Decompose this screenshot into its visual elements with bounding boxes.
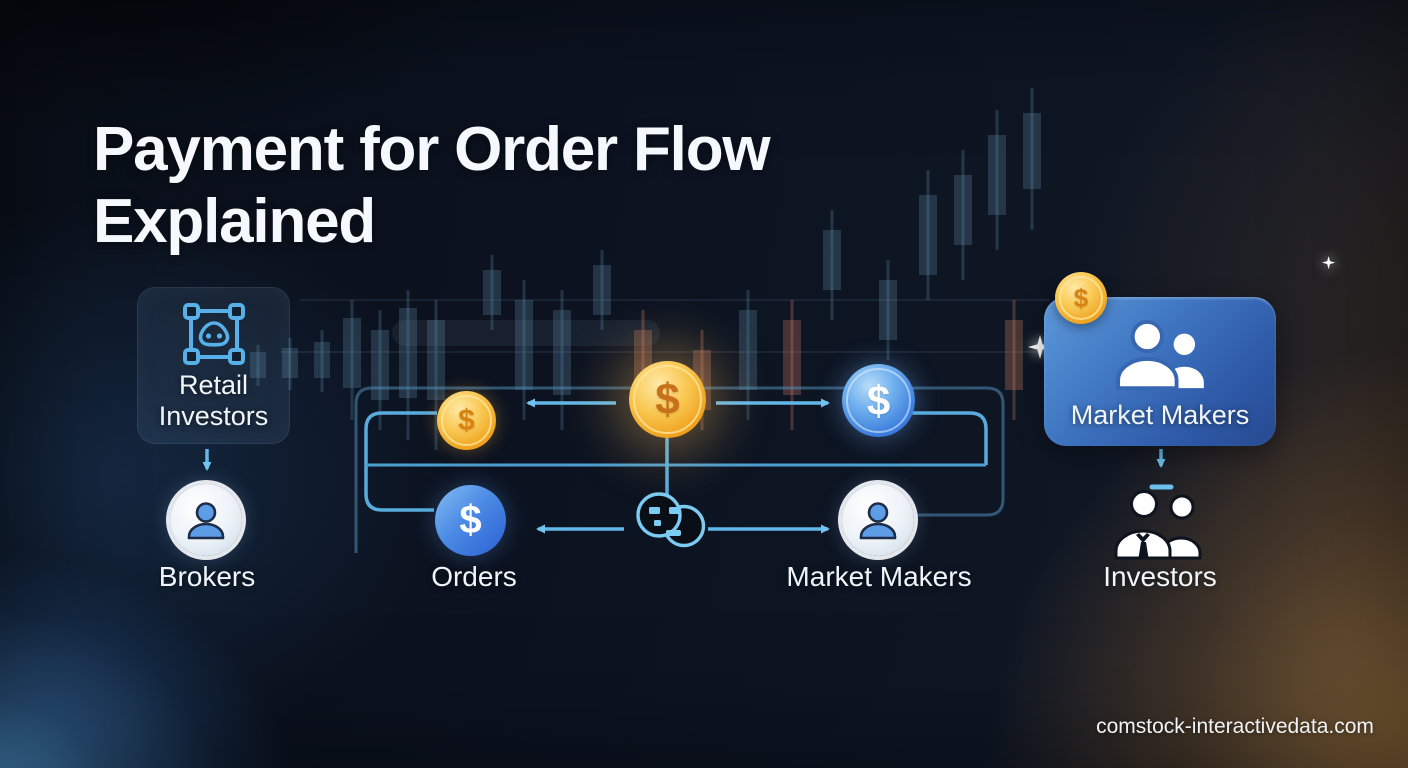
user-icon: [187, 502, 225, 540]
box-corner-coin: $: [1055, 272, 1107, 324]
payment-coin-large: $: [629, 361, 706, 438]
brokers-label: Brokers: [158, 561, 256, 592]
payment-coin-small: $: [437, 391, 496, 450]
flow-outer-loop: [354, 386, 1005, 553]
retail-investors-node: Retail Investors: [137, 287, 290, 444]
market-makers-node: [842, 484, 914, 556]
retail-investors-label: Retail Investors: [158, 370, 269, 432]
users-icon: [1116, 319, 1204, 391]
website-credit: comstock-interactivedata.com: [1096, 715, 1374, 738]
payment-coin-blue: $: [842, 364, 915, 437]
flow-inner-right: [912, 411, 988, 465]
market-makers-box-label: Market Makers: [1070, 400, 1250, 430]
dollar-sign: $: [459, 498, 482, 542]
background-pill: [392, 320, 660, 346]
user-icon: [859, 502, 897, 540]
dollar-sign: $: [655, 374, 680, 424]
brokers-node: [170, 484, 242, 556]
candles: [250, 88, 1041, 450]
business-people-icon: [1114, 490, 1202, 560]
dollar-sign: $: [866, 376, 891, 424]
orders-label: Orders: [431, 561, 517, 592]
dollar-sign: $: [458, 403, 475, 437]
tie-detail: [1136, 533, 1150, 558]
bot-face-icon: [636, 492, 706, 548]
flow-inner-left: [364, 411, 437, 512]
market-makers-label: Market Makers: [786, 561, 972, 592]
sparkle-icon: [1028, 256, 1336, 359]
page-title: Payment for Order Flow Explained: [93, 114, 771, 257]
orders-node: $: [435, 485, 506, 556]
dollar-sign: $: [1073, 282, 1089, 313]
investors-label: Investors: [1103, 561, 1217, 592]
face-scan-icon: [182, 303, 245, 365]
